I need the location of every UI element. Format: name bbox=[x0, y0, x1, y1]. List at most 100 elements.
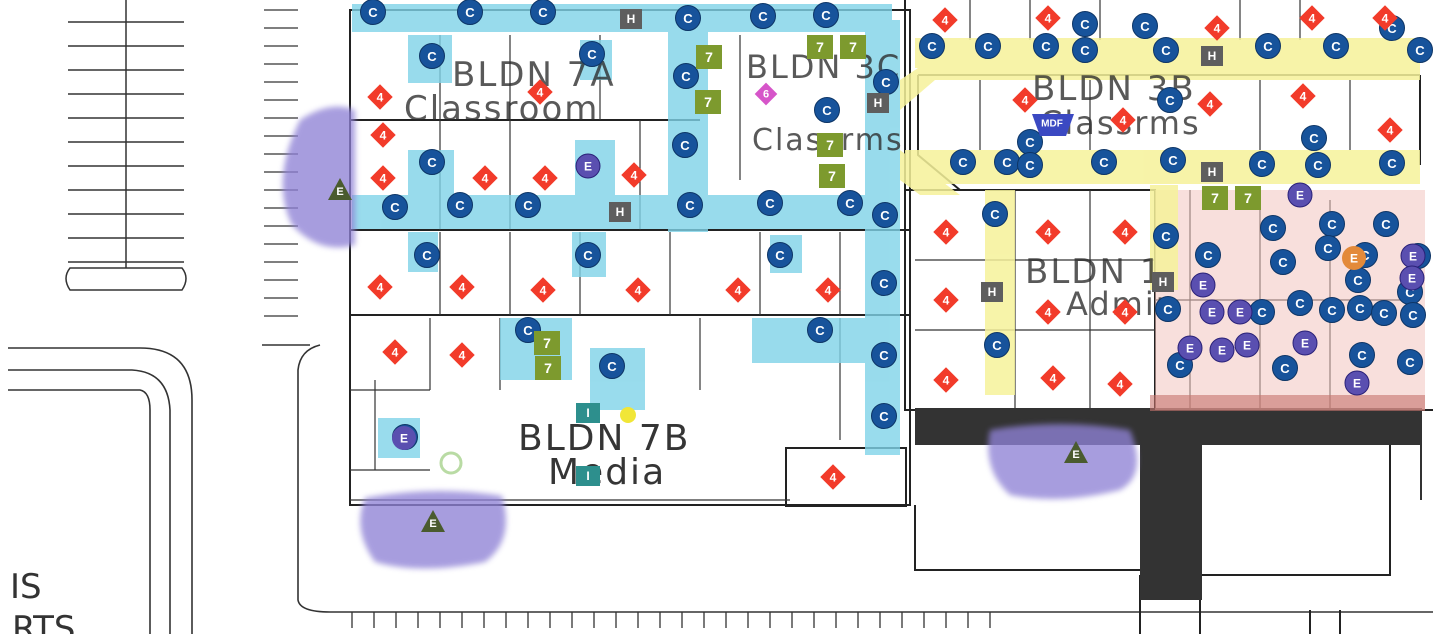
device-c-icon[interactable]: C bbox=[807, 317, 833, 343]
device-4-icon[interactable]: 4 bbox=[382, 339, 408, 365]
device-4-icon[interactable]: 4 bbox=[725, 277, 751, 303]
device-c-icon[interactable]: C bbox=[677, 192, 703, 218]
device-c-icon[interactable]: C bbox=[984, 332, 1010, 358]
device-4-icon[interactable]: 4 bbox=[1299, 5, 1325, 31]
device-4-icon[interactable]: 4 bbox=[530, 277, 556, 303]
device-c-icon[interactable]: C bbox=[1072, 11, 1098, 37]
device-e-icon[interactable]: E bbox=[1190, 272, 1216, 298]
mdf-icon[interactable]: MDF bbox=[1032, 114, 1074, 136]
device-c-icon[interactable]: C bbox=[382, 194, 408, 220]
device-4-icon[interactable]: 4 bbox=[532, 165, 558, 191]
device-c-icon[interactable]: C bbox=[515, 192, 541, 218]
device-4-icon[interactable]: 4 bbox=[1197, 91, 1223, 117]
device-c-icon[interactable]: C bbox=[871, 270, 897, 296]
device-c-icon[interactable]: C bbox=[1132, 13, 1158, 39]
device-4-icon[interactable]: 4 bbox=[932, 7, 958, 33]
device-c-icon[interactable]: C bbox=[675, 5, 701, 31]
device-7-icon[interactable]: 7 bbox=[534, 331, 560, 355]
device-c-icon[interactable]: C bbox=[757, 190, 783, 216]
device-7-icon[interactable]: 7 bbox=[535, 356, 561, 380]
device-h-icon[interactable]: H bbox=[1201, 162, 1223, 182]
device-c-icon[interactable]: C bbox=[950, 149, 976, 175]
device-e-icon[interactable]: E bbox=[1234, 332, 1260, 358]
device-h-icon[interactable]: H bbox=[1201, 46, 1223, 66]
device-e-icon[interactable]: E bbox=[575, 153, 601, 179]
emergency-e-icon[interactable]: E bbox=[1064, 441, 1088, 463]
device-c-icon[interactable]: C bbox=[750, 3, 776, 29]
device-4-icon[interactable]: 4 bbox=[449, 342, 475, 368]
device-c-icon[interactable]: C bbox=[919, 33, 945, 59]
device-c-icon[interactable]: C bbox=[1379, 150, 1405, 176]
device-c-icon[interactable]: C bbox=[419, 149, 445, 175]
device-c-icon[interactable]: C bbox=[1255, 33, 1281, 59]
device-4-icon[interactable]: 4 bbox=[1377, 117, 1403, 143]
device-c-icon[interactable]: C bbox=[1319, 297, 1345, 323]
device-c-icon[interactable]: C bbox=[672, 132, 698, 158]
device-c-icon[interactable]: C bbox=[1397, 349, 1423, 375]
device-e-icon[interactable]: E bbox=[1400, 243, 1426, 269]
device-e-icon[interactable]: E bbox=[1199, 299, 1225, 325]
device-c-icon[interactable]: C bbox=[530, 0, 556, 25]
device-c-icon[interactable]: C bbox=[447, 192, 473, 218]
device-7-icon[interactable]: 7 bbox=[807, 35, 833, 59]
device-4-icon[interactable]: 4 bbox=[370, 165, 396, 191]
device-c-icon[interactable]: C bbox=[1072, 37, 1098, 63]
device-c-icon[interactable]: C bbox=[1017, 152, 1043, 178]
device-4-icon[interactable]: 4 bbox=[933, 219, 959, 245]
device-c-icon[interactable]: C bbox=[1249, 151, 1275, 177]
device-e-icon[interactable]: E bbox=[1344, 370, 1370, 396]
device-h-icon[interactable]: H bbox=[1152, 272, 1174, 292]
device-4-icon[interactable]: 4 bbox=[1290, 83, 1316, 109]
device-c-icon[interactable]: C bbox=[1319, 211, 1345, 237]
device-c-icon[interactable]: C bbox=[873, 69, 899, 95]
device-4-icon[interactable]: 4 bbox=[527, 79, 553, 105]
device-e-icon[interactable]: E bbox=[1227, 299, 1253, 325]
device-i-icon[interactable]: I bbox=[576, 403, 600, 423]
device-4-icon[interactable]: 4 bbox=[1040, 365, 1066, 391]
device-c-icon[interactable]: C bbox=[1287, 290, 1313, 316]
device-c-icon[interactable]: C bbox=[1160, 147, 1186, 173]
device-c-icon[interactable]: C bbox=[1407, 37, 1433, 63]
device-c-icon[interactable]: C bbox=[1260, 215, 1286, 241]
device-4-icon[interactable]: 4 bbox=[621, 162, 647, 188]
device-c-icon[interactable]: C bbox=[575, 242, 601, 268]
device-c-icon[interactable]: C bbox=[419, 43, 445, 69]
device-4-icon[interactable]: 4 bbox=[367, 84, 393, 110]
device-c-icon[interactable]: C bbox=[1091, 149, 1117, 175]
device-7-icon[interactable]: 7 bbox=[695, 90, 721, 114]
device-c-icon[interactable]: C bbox=[994, 149, 1020, 175]
device-c-icon[interactable]: C bbox=[414, 242, 440, 268]
device-e-icon[interactable]: E bbox=[1399, 265, 1425, 291]
device-7-icon[interactable]: 7 bbox=[819, 164, 845, 188]
device-c-icon[interactable]: C bbox=[1323, 33, 1349, 59]
device-c-icon[interactable]: C bbox=[1272, 355, 1298, 381]
device-4-icon[interactable]: 4 bbox=[1035, 219, 1061, 245]
device-c-icon[interactable]: C bbox=[1373, 211, 1399, 237]
device-6-icon[interactable]: 6 bbox=[754, 82, 778, 106]
emergency-e-icon[interactable]: E bbox=[421, 510, 445, 532]
device-c-icon[interactable]: C bbox=[1301, 125, 1327, 151]
device-c-icon[interactable]: C bbox=[767, 242, 793, 268]
device-c-icon[interactable]: C bbox=[1270, 249, 1296, 275]
device-h-icon[interactable]: H bbox=[620, 9, 642, 29]
device-c-icon[interactable]: C bbox=[673, 63, 699, 89]
device-h-icon[interactable]: H bbox=[609, 202, 631, 222]
device-h-icon[interactable]: H bbox=[867, 93, 889, 113]
device-4-icon[interactable]: 4 bbox=[933, 287, 959, 313]
device-e-icon[interactable]: E bbox=[1209, 337, 1235, 363]
device-e-orange-icon[interactable]: E bbox=[1342, 246, 1366, 270]
device-c-icon[interactable]: C bbox=[360, 0, 386, 25]
device-4-icon[interactable]: 4 bbox=[1107, 371, 1133, 397]
device-c-icon[interactable]: C bbox=[1345, 267, 1371, 293]
device-4-icon[interactable]: 4 bbox=[933, 367, 959, 393]
device-4-icon[interactable]: 4 bbox=[820, 464, 846, 490]
device-4-icon[interactable]: 4 bbox=[370, 122, 396, 148]
device-c-icon[interactable]: C bbox=[599, 353, 625, 379]
device-4-icon[interactable]: 4 bbox=[449, 274, 475, 300]
device-c-icon[interactable]: C bbox=[975, 33, 1001, 59]
device-c-icon[interactable]: C bbox=[871, 403, 897, 429]
device-c-icon[interactable]: C bbox=[813, 2, 839, 28]
device-c-icon[interactable]: C bbox=[1249, 299, 1275, 325]
device-c-icon[interactable]: C bbox=[872, 202, 898, 228]
emergency-e-icon[interactable]: E bbox=[328, 178, 352, 200]
